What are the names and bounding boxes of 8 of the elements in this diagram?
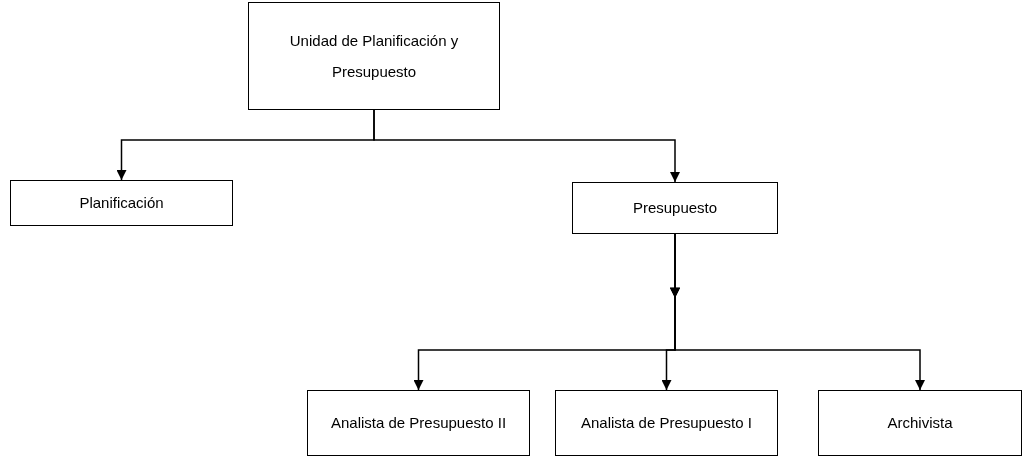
org-box: Unidad de Planificación y Presupuesto [248, 2, 500, 110]
org-box: Analista de Presupuesto I [555, 390, 778, 456]
arrow [373, 109, 680, 183]
arrow [670, 233, 925, 391]
org-box: Analista de Presupuesto II [307, 390, 530, 456]
org-box: Archivista [818, 390, 1022, 456]
org-box: Planificación [10, 180, 233, 226]
org-box: Presupuesto [572, 182, 778, 234]
